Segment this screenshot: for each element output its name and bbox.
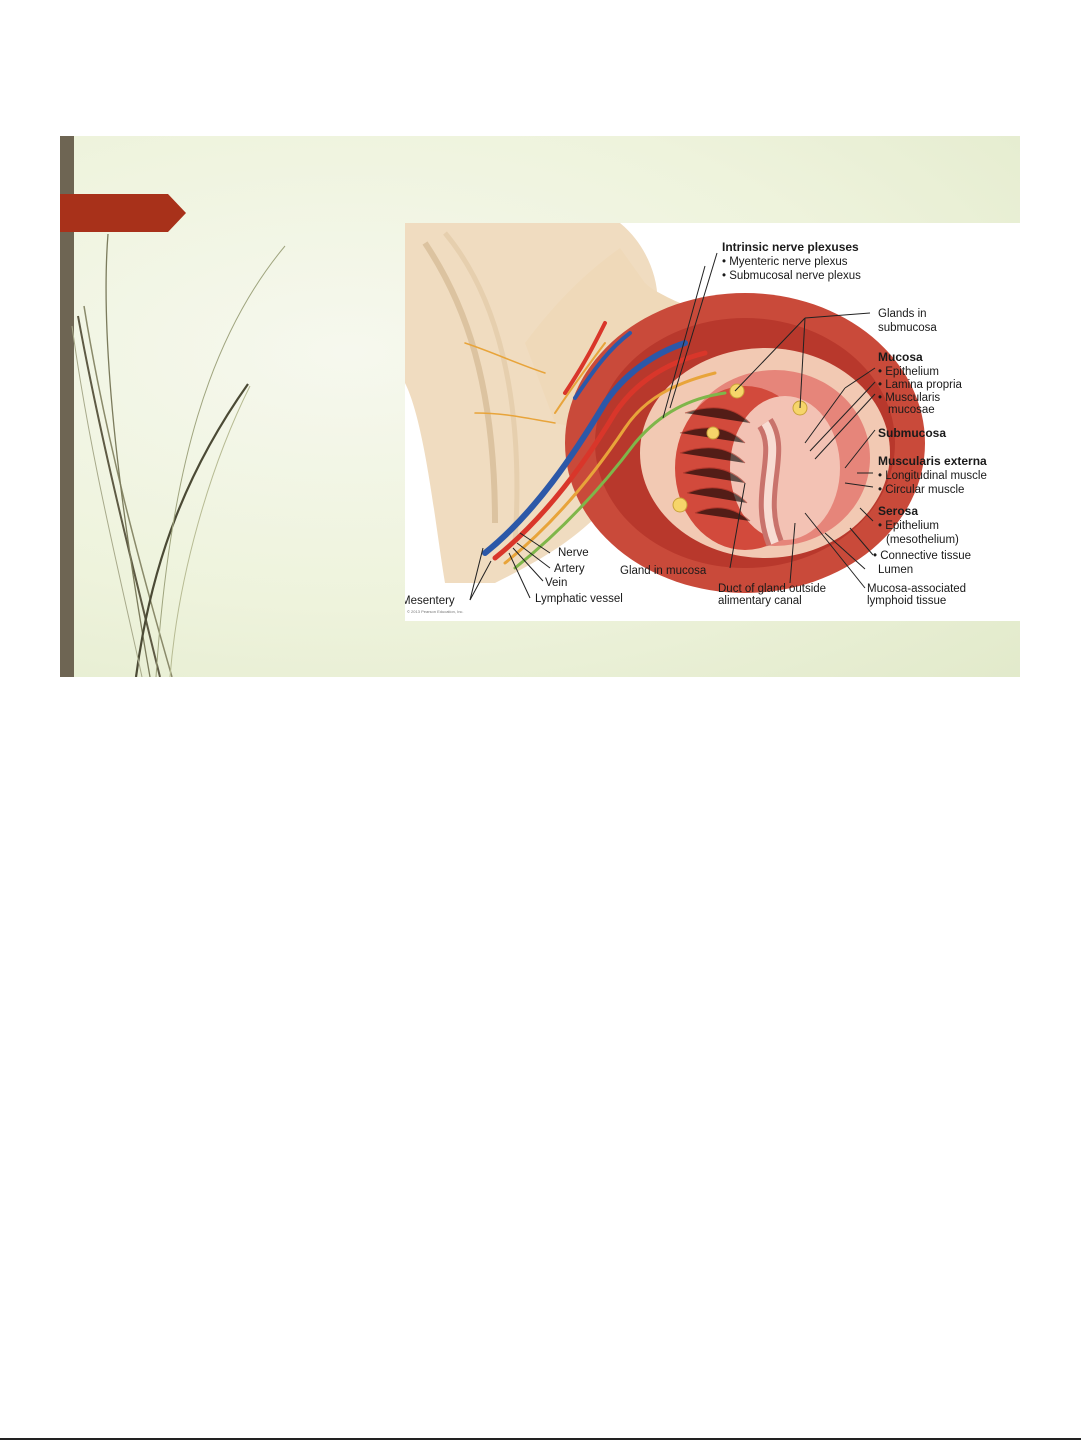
label-malt-line1: Mucosa-associated (867, 583, 966, 595)
slide-left-bar (60, 136, 74, 677)
label-lymphatic-vessel: Lymphatic vessel (535, 593, 623, 605)
label-artery: Artery (554, 563, 585, 575)
label-nerve: Nerve (558, 547, 589, 559)
digestive-wall-diagram: Intrinsic nerve plexuses • Myenteric ner… (405, 223, 1020, 621)
label-duct-line1: Duct of gland outside (718, 583, 826, 595)
label-muscularis-externa: Muscularis externa (878, 454, 987, 468)
lymphatic-vessel (513, 391, 727, 570)
label-muscularis: • Muscularis (878, 392, 940, 404)
label-mesentery: Mesentery (405, 595, 455, 607)
label-epithelium: • Epithelium (878, 366, 939, 378)
label-gland-in-mucosa: Gland in mucosa (620, 565, 707, 577)
label-connective-tissue: • Connective tissue (873, 550, 971, 562)
label-mucosae: mucosae (888, 404, 935, 416)
copyright-text: © 2013 Pearson Education, Inc. (407, 609, 464, 614)
label-circular-muscle: • Circular muscle (878, 484, 964, 496)
label-submucosal-plexus: • Submucosal nerve plexus (722, 270, 861, 282)
page-bottom-rule (0, 1438, 1081, 1440)
label-glands-in: Glands in (878, 308, 927, 320)
vein (482, 340, 688, 556)
artery (492, 350, 708, 561)
label-serosa: Serosa (878, 504, 918, 518)
label-vein: Vein (545, 577, 567, 589)
label-longitudinal-muscle: • Longitudinal muscle (878, 470, 987, 482)
label-malt-line2: lymphoid tissue (867, 595, 946, 607)
label-duct-line2: alimentary canal (718, 595, 802, 607)
label-mucosa: Mucosa (878, 350, 923, 364)
label-serosa-epithelium: • Epithelium (878, 520, 939, 532)
label-myenteric-plexus: • Myenteric nerve plexus (722, 256, 848, 268)
slide: Intrinsic nerve plexuses • Myenteric ner… (60, 136, 1020, 677)
title-tab-arrow (60, 194, 186, 232)
label-intrinsic-nerve-plexuses: Intrinsic nerve plexuses (722, 240, 859, 254)
label-lumen: Lumen (878, 564, 913, 576)
decorative-swoosh (71, 233, 286, 677)
diagram-illustration: Intrinsic nerve plexuses • Myenteric ner… (405, 223, 987, 614)
label-submucosa: Submucosa (878, 426, 946, 440)
label-glands-submucosa: submucosa (878, 322, 937, 334)
label-mesothelium: (mesothelium) (886, 534, 959, 546)
label-lamina-propria: • Lamina propria (878, 379, 963, 391)
